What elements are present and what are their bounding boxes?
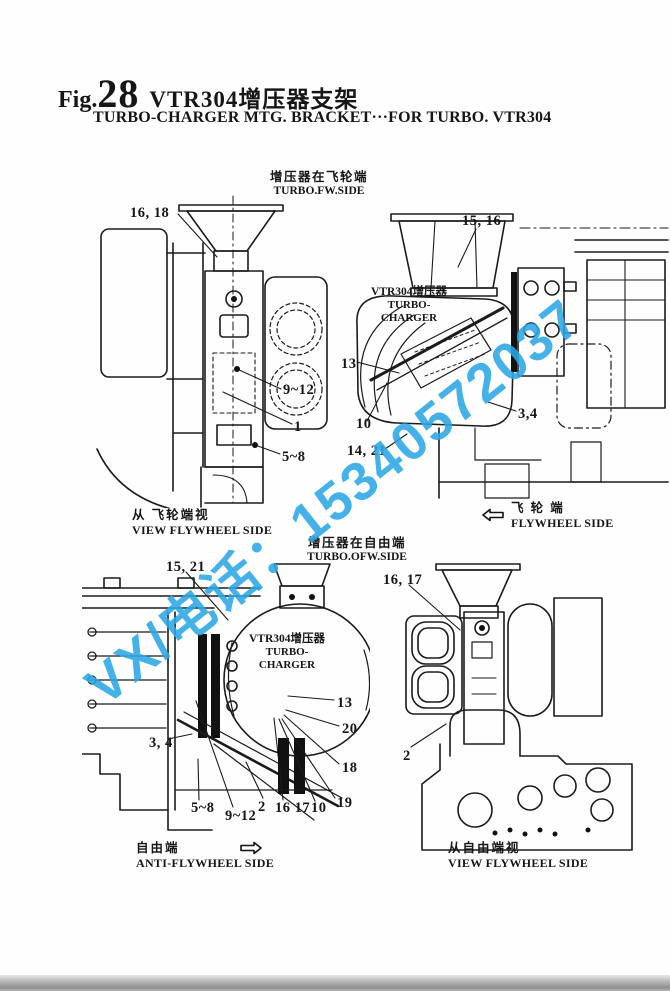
part-callout: 5~8 [282, 449, 306, 465]
part-callout: 13 [341, 356, 357, 372]
caption-view-free-end: 从自由端视 VIEW FLYWHEEL SIDE [448, 841, 588, 870]
caption-en: VIEW FLYWHEEL SIDE [132, 523, 273, 537]
caption-view-flywheel-side: 从 飞轮端视 VIEW FLYWHEEL SIDE [132, 508, 272, 537]
turbo-label-en: TURBO-CHARGER [380, 299, 438, 324]
figure-header: Fig.28 VTR304增压器支架 [58, 70, 358, 117]
part-callout: 5~8 [191, 800, 215, 816]
part-callout: 15, 21 [166, 559, 206, 575]
caption-cn: 从 飞轮端视 [132, 508, 210, 522]
figure-prefix: Fig. [58, 87, 98, 113]
section-label-cn: 增压器在飞轮端 [269, 170, 368, 184]
part-callout: 10 [311, 800, 327, 816]
drawing-flywheel-side [356, 213, 669, 499]
caption-anti-flywheel-side: 自由端 ANTI-FLYWHEEL SIDE [136, 841, 274, 870]
figure-number: 28 [97, 71, 140, 116]
caption-cn: 自由端 [136, 841, 180, 855]
part-callout: 20 [342, 721, 358, 737]
part-callout: 10 [356, 416, 372, 432]
part-callout: 19 [337, 795, 353, 811]
part-callout: 1 [294, 419, 302, 435]
caption-en: FLYWHEEL SIDE [511, 516, 614, 530]
figure-subtitle-en: TURBO-CHARGER MTG. BRACKET···FOR TURBO. … [93, 109, 552, 126]
turbo-label-cn: VTR304增压器 [370, 286, 448, 298]
caption-en: VIEW FLYWHEEL SIDE [448, 856, 589, 870]
caption-cn: 飞 轮 端 [511, 501, 565, 515]
right-direction-arrow-icon [240, 841, 262, 855]
part-callout: 3,4 [518, 406, 538, 422]
part-callout: 16 17 [275, 800, 311, 816]
turbo-charger-label: VTR304增压器 TURBO-CHARGER [243, 633, 331, 672]
part-callout: 9~12 [283, 382, 315, 398]
part-callout: 2 [258, 799, 266, 815]
part-callout: 15, 16 [462, 213, 502, 229]
drawing-anti-flywheel-side [82, 563, 370, 831]
caption-en: ANTI-FLYWHEEL SIDE [136, 856, 274, 870]
drawing-view-free-end [405, 563, 633, 851]
turbo-label-cn: VTR304增压器 [248, 633, 326, 645]
part-callout: 18 [342, 760, 358, 776]
section-label-turbo-ofw-side: 增压器在自由端 TURBO.OFW.SIDE [287, 536, 427, 563]
part-callout: 13 [337, 695, 353, 711]
turbo-label-en: TURBO-CHARGER [258, 646, 316, 671]
section-label-en: TURBO.OFW.SIDE [307, 550, 407, 563]
turbo-charger-label: VTR304增压器 TURBO-CHARGER [363, 286, 455, 325]
caption-flywheel-side: 飞 轮 端 FLYWHEEL SIDE [511, 501, 614, 530]
part-callout: 3, 4 [149, 735, 173, 751]
part-callout: 14, 21 [347, 443, 387, 459]
section-label-turbo-fw-side: 增压器在飞轮端 TURBO.FW.SIDE [249, 170, 389, 197]
part-callout: 2 [403, 748, 411, 764]
part-callout: 16, 18 [130, 205, 170, 221]
part-callout: 16, 17 [383, 572, 423, 588]
section-label-en: TURBO.FW.SIDE [273, 184, 365, 197]
left-direction-arrow-icon [482, 508, 504, 522]
caption-cn: 从自由端视 [448, 841, 521, 855]
scan-edge [0, 975, 670, 991]
section-label-cn: 增压器在自由端 [307, 536, 406, 550]
figure-title-cn: VTR304增压器支架 [149, 87, 359, 112]
part-callout: 9~12 [225, 808, 257, 824]
drawing-view-flywheel-side [96, 195, 328, 508]
